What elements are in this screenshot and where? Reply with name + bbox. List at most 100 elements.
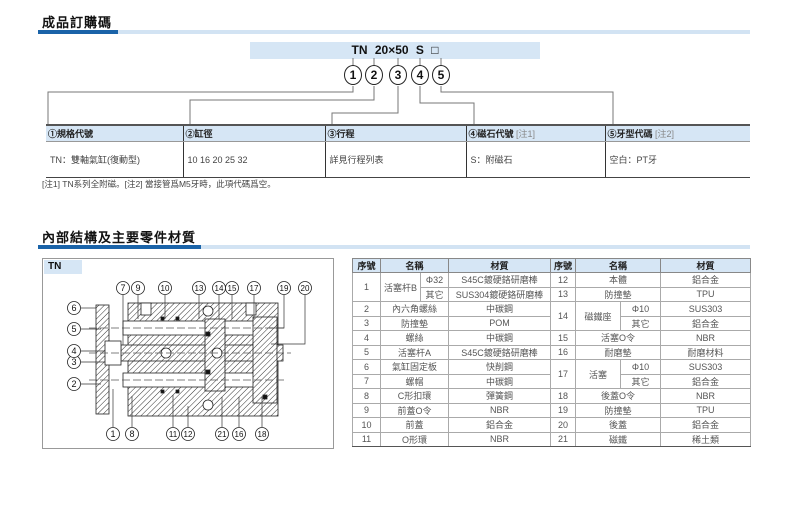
order-code-table: ①規格代號 ②缸徑 ③行程 ④磁石代號 [注1] ⑤牙型代碼 [注2] TN：雙… [46, 124, 750, 178]
callout-8: 8 [125, 427, 139, 441]
title-underline [38, 30, 118, 34]
callout-7: 7 [116, 281, 130, 295]
callout-18: 18 [255, 427, 269, 441]
title-underline-light [118, 30, 750, 34]
table-cell: 18 [550, 388, 577, 404]
order-code-title: 成品訂購碼 [42, 15, 113, 30]
code-circle-4: 4 [411, 65, 429, 85]
callout-15: 15 [225, 281, 239, 295]
value-stroke: 詳見行程列表 [324, 141, 466, 178]
code-series: TN [351, 43, 368, 57]
callout-11: 11 [166, 427, 180, 441]
table-cell: 其它 [419, 286, 450, 302]
table-cell: 後蓋 [575, 417, 662, 433]
table-cell: 鋁合金 [660, 272, 752, 288]
table-cell: S45C鍍硬鉻研磨棒 [448, 344, 552, 360]
table-cell: 17 [550, 359, 577, 389]
table-cell: NBR [660, 330, 752, 346]
header-bore: ②缸徑 [182, 124, 325, 142]
table-cell: 中碳鋼 [448, 373, 552, 389]
table-cell: 4 [352, 330, 381, 346]
table-cell: 14 [550, 301, 577, 331]
table-cell: 耐磨墊 [575, 344, 662, 360]
table-cell: 防撞墊 [575, 286, 662, 302]
callout-10: 10 [158, 281, 172, 295]
table-cell: 快削鋼 [448, 359, 552, 375]
table-cell: 防撞墊 [575, 402, 662, 418]
table-cell: 磁鐵座 [575, 301, 622, 331]
table-cell: 螺帽 [379, 373, 450, 389]
svg-text:3: 3 [71, 357, 76, 367]
svg-text:5: 5 [71, 324, 76, 334]
table-cell: 活塞 [575, 359, 622, 389]
svg-text:8: 8 [129, 429, 134, 439]
svg-text:13: 13 [195, 284, 204, 293]
col-name: 名稱 [379, 258, 450, 273]
table-cell: NBR [448, 431, 552, 447]
table-cell: 防撞墊 [379, 315, 450, 331]
svg-text:7: 7 [120, 283, 125, 293]
header-stroke: ③行程 [324, 124, 466, 142]
table-cell: 彈簧鋼 [448, 388, 552, 404]
value-bore: 10 16 20 25 32 [182, 141, 325, 178]
table-cell: 12 [550, 272, 577, 288]
svg-text:16: 16 [235, 430, 244, 439]
table-cell: 鋁合金 [448, 417, 552, 433]
svg-text:9: 9 [135, 283, 140, 293]
callout-20: 20 [298, 281, 312, 295]
callout-14: 14 [212, 281, 226, 295]
callout-2: 2 [67, 377, 81, 391]
table-cell: SUS303 [660, 301, 752, 317]
table-cell: 9 [352, 402, 381, 418]
table-cell: 16 [550, 344, 577, 360]
header-magnet: ④磁石代號 [注1] [465, 124, 605, 142]
table-cell: 前蓋 [379, 417, 450, 433]
table-cell: 鋁合金 [660, 315, 752, 331]
table-cell: 活塞杆B [380, 272, 421, 302]
table-cell: 21 [550, 431, 577, 447]
value-magnet: S：附磁石 [465, 141, 605, 178]
table-cell: TPU [660, 402, 752, 418]
table-cell: 氣缸固定板 [379, 359, 450, 375]
svg-text:12: 12 [184, 430, 193, 439]
order-footnote: [注1] TN系列全附磁。[注2] 當接管爲M5牙時，此項代碼爲空。 [42, 179, 276, 189]
table-cell: Φ10 [620, 301, 662, 317]
table-cell: 鋁合金 [660, 373, 752, 389]
table-cell: 7 [352, 373, 381, 389]
callout-17: 17 [247, 281, 261, 295]
callout-16: 16 [232, 427, 246, 441]
callout-4: 4 [67, 344, 81, 358]
table-cell: Φ10 [620, 359, 662, 375]
table-cell: S45C鍍硬鉻研磨棒 [448, 272, 552, 288]
table-cell: 5 [352, 344, 381, 360]
table-cell: 其它 [620, 373, 662, 389]
value-thread: 空白：PT牙 [604, 141, 750, 178]
callout-3: 3 [67, 355, 81, 369]
svg-text:17: 17 [250, 284, 259, 293]
table-cell: NBR [660, 388, 752, 404]
svg-text:18: 18 [258, 430, 267, 439]
table-cell: 前蓋O令 [379, 402, 450, 418]
structure-underline-light [201, 245, 750, 249]
table-cell: 3 [352, 315, 381, 331]
svg-text:1: 1 [110, 429, 115, 439]
callout-9: 9 [131, 281, 145, 295]
svg-text:10: 10 [161, 284, 170, 293]
table-cell: 活塞杆A [379, 344, 450, 360]
table-cell: O形環 [379, 431, 450, 447]
header-spec: ①規格代號 [46, 124, 183, 142]
svg-text:11: 11 [169, 430, 178, 439]
structure-title: 內部結構及主要零件材質 [42, 230, 197, 245]
table-cell: 稀土類 [660, 431, 752, 447]
table-cell: 15 [550, 330, 577, 346]
table-cell: 中碳鋼 [448, 301, 552, 317]
diagram-label: TN [44, 260, 82, 274]
callout-6: 6 [67, 301, 81, 315]
table-cell: SUS304鍍硬鉻研磨棒 [448, 286, 552, 302]
table-cell: POM [448, 315, 552, 331]
